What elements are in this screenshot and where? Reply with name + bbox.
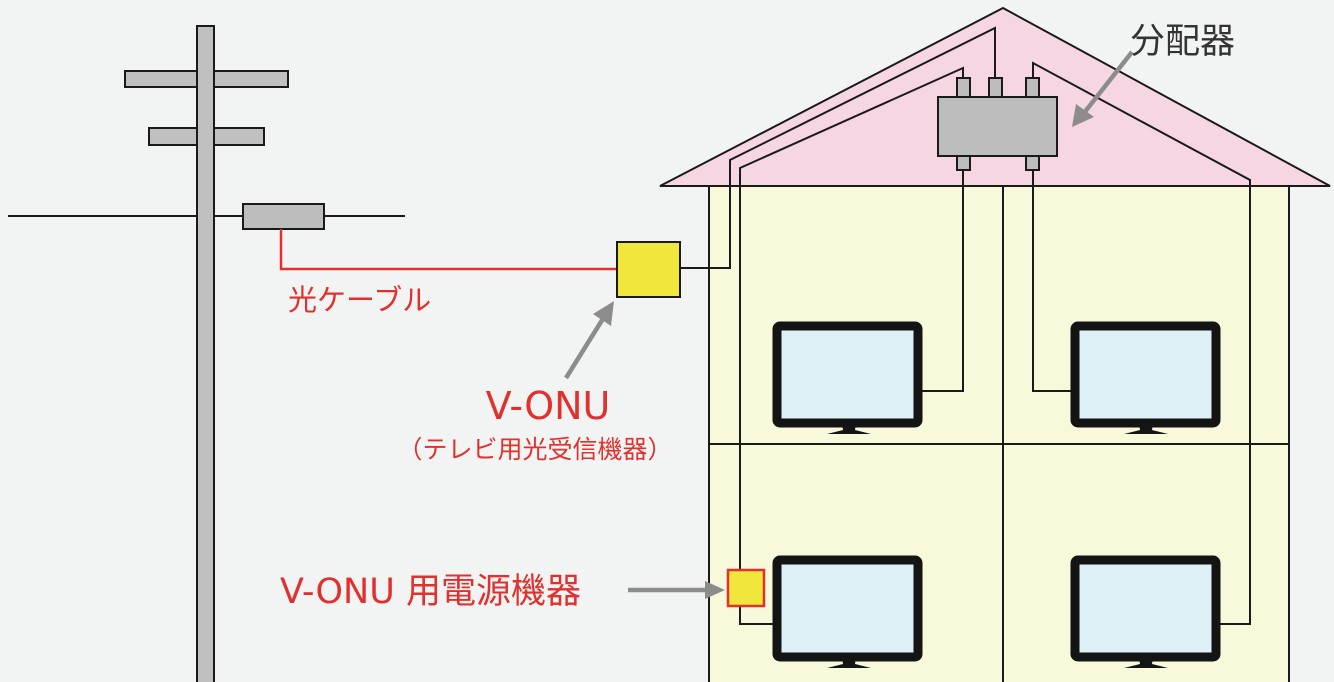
cable-closure-box bbox=[242, 203, 325, 230]
optical-cable-label: 光ケーブル bbox=[288, 283, 431, 317]
optical-cable-line bbox=[279, 229, 617, 271]
tv-screen bbox=[772, 555, 923, 662]
vonu-desc-label: （テレビ用光受信機器） bbox=[397, 435, 672, 464]
coax-to-lower-right-tv bbox=[1032, 61, 1251, 625]
tv-stand bbox=[1124, 423, 1168, 434]
utility-pole-icon bbox=[8, 25, 405, 682]
pointer-arrows bbox=[564, 50, 1134, 599]
splitter-body bbox=[937, 96, 1058, 157]
splitter-arrow-head bbox=[1072, 104, 1094, 127]
tv-screen bbox=[1070, 555, 1221, 662]
vonu-arrow-head bbox=[593, 301, 614, 326]
vonu-label: V-ONU bbox=[486, 384, 611, 428]
television-icon-upper-right bbox=[1070, 321, 1221, 434]
tv-stand bbox=[827, 657, 871, 668]
splitter-icon bbox=[937, 77, 1058, 171]
vonu-device-icon bbox=[616, 241, 681, 298]
tv-stand bbox=[1124, 657, 1168, 668]
television-icon-lower-right bbox=[1070, 555, 1221, 668]
coax-to-upper-right-tv bbox=[1032, 170, 1075, 392]
tv-stand bbox=[827, 423, 871, 434]
television-icon-lower-left bbox=[772, 555, 923, 668]
tv-screen bbox=[772, 321, 923, 428]
vonu-arrow bbox=[564, 315, 606, 380]
tv-screen bbox=[1070, 321, 1221, 428]
vonu-power-label: V-ONU 用電源機器 bbox=[280, 572, 581, 612]
coax-vonu-to-splitter bbox=[680, 26, 996, 269]
power-unit-icon bbox=[726, 568, 766, 608]
coax-to-lower-left-tv bbox=[739, 66, 964, 625]
pole-shaft bbox=[196, 25, 215, 682]
splitter-label: 分配器 bbox=[1130, 22, 1235, 62]
power-arrow-head bbox=[705, 581, 725, 599]
splitter-arrow bbox=[1082, 50, 1134, 115]
coax-cables bbox=[680, 26, 1251, 625]
television-icon-upper-left bbox=[772, 321, 923, 434]
coax-to-upper-left-tv bbox=[918, 170, 964, 392]
